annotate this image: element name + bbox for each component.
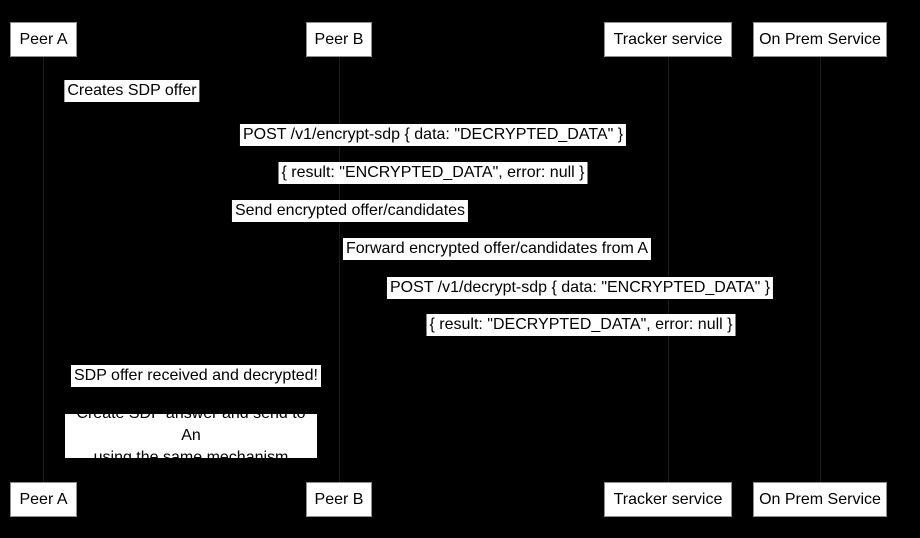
message-post-decrypt-sdp: POST /v1/decrypt-sdp { data: "ENCRYPTED_…: [386, 277, 774, 299]
message-post-encrypt-sdp: POST /v1/encrypt-sdp { data: "DECRYPTED_…: [239, 124, 627, 146]
message-sdp-offer-received: SDP offer received and decrypted!: [71, 365, 321, 387]
actor-tracker-service-top: Tracker service: [604, 22, 732, 57]
actor-peer-a-top: Peer A: [10, 22, 77, 57]
lifeline-on-prem-service: [820, 57, 821, 482]
message-forward-encrypted-offer: Forward encrypted offer/candidates from …: [342, 238, 652, 260]
note-create-sdp-answer: Create SDP answer and send to An using t…: [65, 405, 317, 466]
note-line-1: Create SDP answer and send to An: [76, 405, 306, 444]
actor-peer-b-top: Peer B: [306, 22, 372, 57]
actor-tracker-service-bottom: Tracker service: [604, 482, 732, 517]
lifeline-peer-a: [43, 57, 44, 482]
message-encrypt-result: { result: "ENCRYPTED_DATA", error: null …: [278, 162, 588, 184]
message-decrypt-result: { result: "DECRYPTED_DATA", error: null …: [426, 314, 736, 336]
note-line-2: using the same mechanism: [93, 449, 289, 466]
actor-peer-a-bottom: Peer A: [10, 482, 77, 517]
lifeline-peer-b: [339, 57, 340, 482]
message-send-encrypted-offer: Send encrypted offer/candidates: [231, 200, 469, 222]
actor-on-prem-service-bottom: On Prem Service: [753, 482, 887, 517]
message-creates-sdp-offer: Creates SDP offer: [64, 80, 200, 102]
actor-peer-b-bottom: Peer B: [306, 482, 372, 517]
actor-on-prem-service-top: On Prem Service: [753, 22, 887, 57]
lifeline-tracker-service: [668, 57, 669, 482]
